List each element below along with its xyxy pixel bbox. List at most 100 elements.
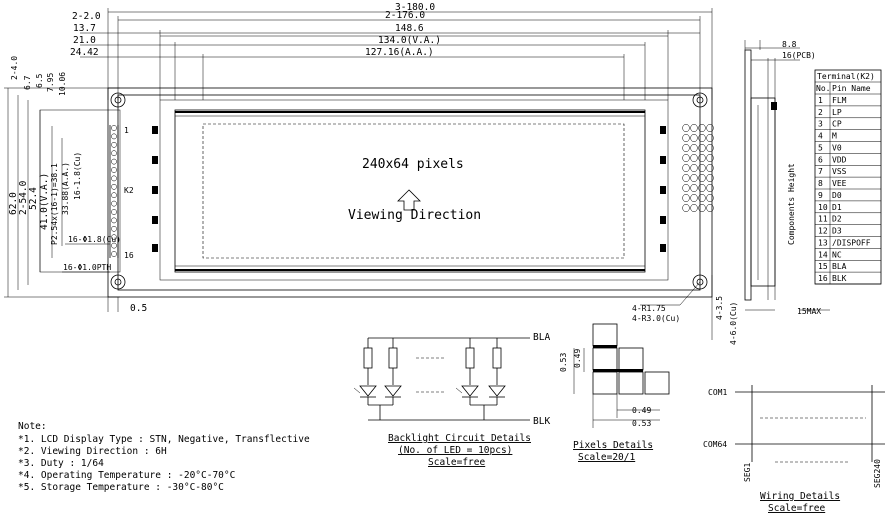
dim-24-42: 24.42 [70,47,99,58]
pin-table-no: 12 [818,227,828,236]
pixels-title: Pixels Details [573,440,653,451]
dim-6-7: 6.7 [23,75,32,90]
led-pad [706,193,714,203]
note-1: *1. LCD Display Type : STN, Negative, Tr… [18,434,310,445]
led-pad [698,183,706,193]
dim-3-180: 3-180.0 [395,2,435,13]
pin-pad [111,192,117,199]
pin-pad [111,125,117,131]
pixels-detail [573,323,670,428]
note-2: *2. Viewing Direction : 6H [18,446,167,457]
led-pad [682,183,690,193]
led-pad [682,173,690,183]
pin-pad [111,209,117,215]
pixels-label: 240x64 pixels [362,157,464,172]
pin-pad [111,150,117,157]
pin-table-no: 11 [818,215,828,224]
dim-6-5: 6.5 [35,73,44,88]
dim-134-va: 134.0(V.A.) [378,35,441,46]
pin-table-name: NC [832,250,842,259]
led-pad [682,123,690,133]
pin-table-no: 16 [818,274,828,283]
backlight-title: Backlight Circuit Details [388,433,531,444]
dim-2-4-0: 2-4.0 [10,56,19,80]
pin-table-no: 6 [818,155,823,164]
pin-table-name: FLM [832,96,847,105]
pin-table-no: 1 [818,96,823,105]
component-pads-right [660,126,666,252]
led-pad [682,153,690,163]
pin-table-name: VSS [832,167,847,176]
dim-8-8: 8.8 [782,40,797,49]
led-pad [698,173,706,183]
pin-table-name: D3 [832,227,842,236]
led-pad [682,203,690,213]
dim-2-54: 2-54.0 [18,180,29,215]
pin-table-name: D2 [832,215,842,224]
pin-pad [111,158,117,165]
led-pad [698,133,706,143]
led-pad [690,143,698,153]
dim-6-cu: 4-6.0(Cu) [729,302,738,345]
pin-pad [111,183,117,190]
dim-21-0: 21.0 [73,35,96,46]
pin-pad [111,175,117,182]
led-pad [698,203,706,213]
led-pad [706,173,714,183]
pin-pad [111,217,117,224]
led-pad [698,143,706,153]
led-pad [706,123,714,133]
pin-table-name: M [832,132,837,141]
seg240-label: SEG240 [873,459,882,488]
led-pads [682,123,714,213]
dim-pth: 16-Φ1.0PTH [63,263,111,272]
dim-16-pcb: 16(PCB) [782,51,816,60]
led-pad [706,153,714,163]
com64-label: COM64 [703,440,727,449]
pin-table-title: Terminal(K2) [817,72,875,81]
led-pad [706,143,714,153]
pin-table-name: D1 [832,203,842,212]
led-pad [698,123,706,133]
pin-16-label: 16 [124,251,134,260]
led-pad [682,143,690,153]
blk-label: BLK [533,416,550,427]
note-4: *4. Operating Temperature : -20°C-70°C [18,470,236,481]
pin-header [109,125,119,258]
pin-table-name: D0 [832,191,842,200]
pixels-scale: Scale=20/1 [578,452,635,463]
wiring-title: Wiring Details [760,491,840,502]
dim-52-4: 52.4 [28,187,39,210]
dim-41-va: 41.0(V.A.) [39,173,50,230]
wiring-scale: Scale=free [768,503,825,514]
led-pad [682,133,690,143]
note-3: *3. Duty : 1/64 [18,458,104,469]
pin-table-name: V0 [832,143,842,152]
dim-pth-cu: 16-Φ1.8(Cu) [68,235,121,244]
pin-table-header-no: No. [816,84,830,93]
backlight-subtitle: (No. of LED = 10pcs) [398,445,512,456]
pin-pad [111,167,117,173]
pin-table-no: 3 [818,120,823,129]
led-pad [706,203,714,213]
pin-pad [111,200,117,207]
led-pad [706,133,714,143]
led-pad [698,153,706,163]
pin-table-no: 15 [818,262,828,271]
pin-table-name: BLA [832,262,847,271]
dim-2-176: 2-176.0 [385,10,425,21]
notes-title: Note: [18,421,47,432]
dim-0-5: 0.5 [130,303,147,314]
led-pad [706,163,714,173]
backlight-circuit [353,337,530,421]
pin-pad [111,234,117,241]
side-view [744,40,830,311]
com1-label: COM1 [708,388,727,397]
pin-table-name: VEE [832,179,847,188]
pin-table-name: VDD [832,155,847,164]
pin-table-no: 10 [818,203,828,212]
dim-148-6: 148.6 [395,23,424,34]
pin-pads [111,125,117,257]
